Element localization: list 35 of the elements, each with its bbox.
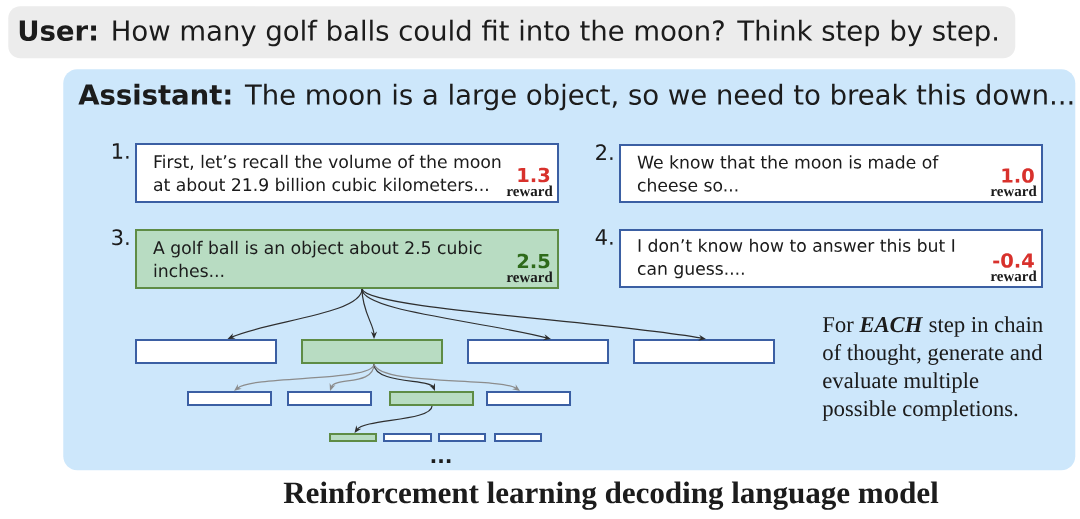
empty-box	[135, 339, 277, 364]
reward-score: 2.5	[517, 253, 550, 269]
arrow	[329, 363, 375, 391]
empty-box	[287, 391, 372, 406]
empty-box	[438, 433, 486, 442]
empty-box	[633, 339, 775, 364]
empty-box	[494, 433, 542, 442]
arrow	[234, 363, 375, 391]
arrow	[373, 363, 520, 391]
empty-box	[486, 391, 571, 406]
step-number: 2.	[596, 144, 613, 160]
reward-label: reward	[990, 185, 1037, 197]
caption: Reinforcement learning decoding language model	[283, 481, 939, 510]
empty-box	[389, 391, 474, 406]
arrow	[354, 405, 433, 433]
note-text: For EACH step in chain of thought, generate and evaluate multiple possible completions.	[822, 316, 1043, 421]
arrow	[361, 288, 378, 339]
arrow	[361, 288, 706, 341]
ellipsis: ...	[431, 459, 451, 463]
step-number: 4.	[595, 229, 613, 245]
empty-box	[329, 433, 377, 442]
empty-box	[467, 339, 609, 364]
reward-score: 1.0	[1002, 168, 1034, 183]
empty-box	[187, 391, 272, 406]
arrow	[373, 363, 435, 391]
message-bubble: User: How many golf balls could fit into the moon? Think step by step.	[8, 6, 1016, 59]
step-number: 1.	[112, 143, 129, 159]
step-number: 3.	[112, 229, 129, 246]
reward-score: 1.3	[518, 167, 550, 183]
reward-score: -0.4	[993, 253, 1034, 268]
reward-label: reward	[990, 270, 1037, 282]
empty-box	[301, 339, 443, 364]
empty-box	[383, 433, 432, 442]
reward-label: reward	[506, 185, 553, 197]
reward-label: reward	[506, 271, 553, 283]
